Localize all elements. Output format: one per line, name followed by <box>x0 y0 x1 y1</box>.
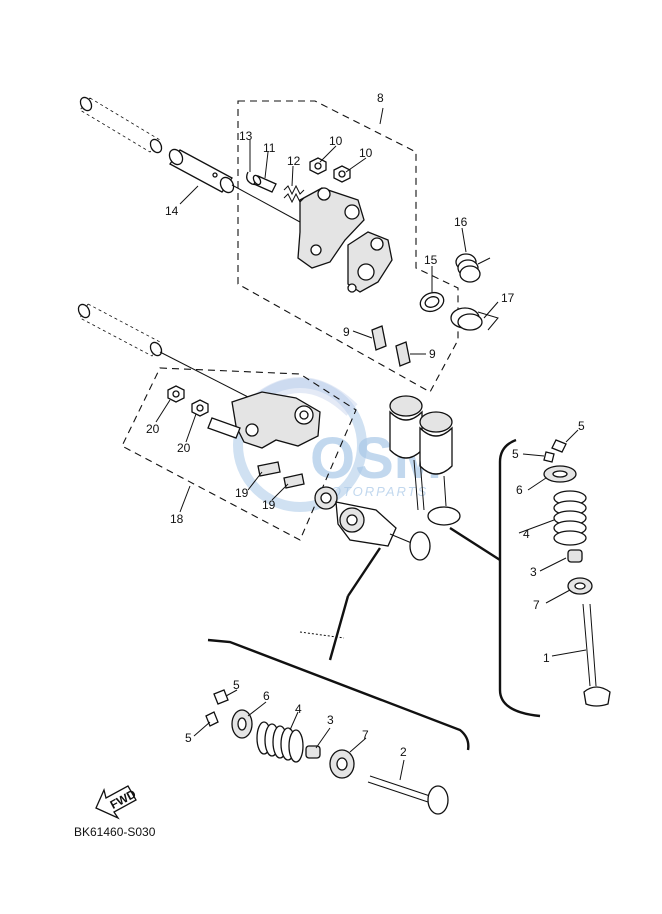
rocker-shaft-upper <box>79 96 301 223</box>
label-part-9-a: 9 <box>343 325 350 339</box>
pin-11 <box>252 174 277 193</box>
part-labels: 1 2 3 3 4 4 5 5 5 5 6 6 7 7 8 9 9 10 10 … <box>146 91 585 759</box>
label-part-3-right: 3 <box>530 565 537 579</box>
assembly-8-outline <box>237 100 459 393</box>
label-part-5-bottom-a: 5 <box>233 678 240 692</box>
label-part-18: 18 <box>170 512 184 526</box>
label-part-5-right-b: 5 <box>578 419 585 433</box>
assembly-18-outline <box>121 367 357 541</box>
label-part-20-a: 20 <box>146 422 160 436</box>
valve-cotter-5-bottom-a <box>213 689 229 705</box>
bottom-group-bracket <box>207 638 470 751</box>
label-part-19-b: 19 <box>262 498 276 512</box>
valve-assembly-intake <box>389 395 461 526</box>
label-part-5-right-a: 5 <box>512 447 519 461</box>
valve-1 <box>582 603 611 707</box>
valve-spring-4-bottom <box>256 721 304 763</box>
washer-15 <box>419 291 445 313</box>
nut-10-b <box>333 165 351 183</box>
torsion-spring-16 <box>455 253 491 283</box>
valve-seal-3-right <box>567 549 583 563</box>
rocker-arm-intake <box>297 187 393 293</box>
spring-seat-7-right <box>567 577 593 595</box>
label-part-13: 13 <box>239 129 253 143</box>
label-part-1: 1 <box>543 651 550 665</box>
spring-retainer-6-right <box>543 465 577 483</box>
label-part-6-right: 6 <box>516 483 523 497</box>
label-part-8: 8 <box>377 91 384 105</box>
diagram-code: BK61460-S030 <box>74 825 156 839</box>
label-part-4-bottom: 4 <box>295 702 302 716</box>
leader-lines <box>155 107 587 781</box>
forward-arrow: FWD <box>95 785 139 820</box>
label-part-7-bottom: 7 <box>362 728 369 742</box>
adjuster-screw-9-b <box>395 341 411 367</box>
label-part-11: 11 <box>263 141 276 155</box>
nut-20-b <box>191 399 209 417</box>
watermark-subtext: MOTORPARTS <box>318 484 428 499</box>
rocker-shaft-lower <box>77 303 251 399</box>
label-part-10-b: 10 <box>359 146 373 160</box>
label-part-15: 15 <box>424 253 438 267</box>
nut-20-a <box>167 385 185 403</box>
rocker-arm-exhaust <box>207 391 321 449</box>
adjuster-screw-19-a <box>257 461 281 477</box>
valve-2 <box>367 775 449 815</box>
valve-seal-3-bottom <box>305 745 321 759</box>
nut-10-a <box>309 157 327 175</box>
label-part-7-right: 7 <box>533 598 540 612</box>
label-part-2: 2 <box>400 745 407 759</box>
label-part-17: 17 <box>501 291 515 305</box>
label-part-6-bottom: 6 <box>263 689 270 703</box>
label-part-5-bottom-b: 5 <box>185 731 192 745</box>
valve-cotter-5-right-b <box>543 451 555 463</box>
label-part-10-a: 10 <box>329 134 343 148</box>
adjuster-screw-9-a <box>371 325 387 351</box>
spring-seat-7-bottom <box>329 749 355 779</box>
label-part-20-b: 20 <box>177 441 191 455</box>
label-part-3-bottom: 3 <box>327 713 334 727</box>
fwd-label: FWD <box>108 787 139 812</box>
valve-spring-4-right <box>553 490 587 546</box>
label-part-9-b: 9 <box>429 347 436 361</box>
label-part-16: 16 <box>454 215 468 229</box>
right-group-bracket <box>498 438 541 718</box>
torsion-spring-17 <box>450 307 499 331</box>
spring-retainer-6-bottom <box>231 709 253 739</box>
valve-cotter-5-right-a <box>551 439 567 453</box>
spring-12 <box>283 184 305 204</box>
label-part-19-a: 19 <box>235 486 249 500</box>
valve-assembly-exhaust <box>314 486 431 561</box>
label-part-12: 12 <box>287 154 301 168</box>
label-part-14: 14 <box>165 204 179 218</box>
label-part-4-right: 4 <box>523 527 530 541</box>
adjuster-screw-19-b <box>283 473 305 489</box>
